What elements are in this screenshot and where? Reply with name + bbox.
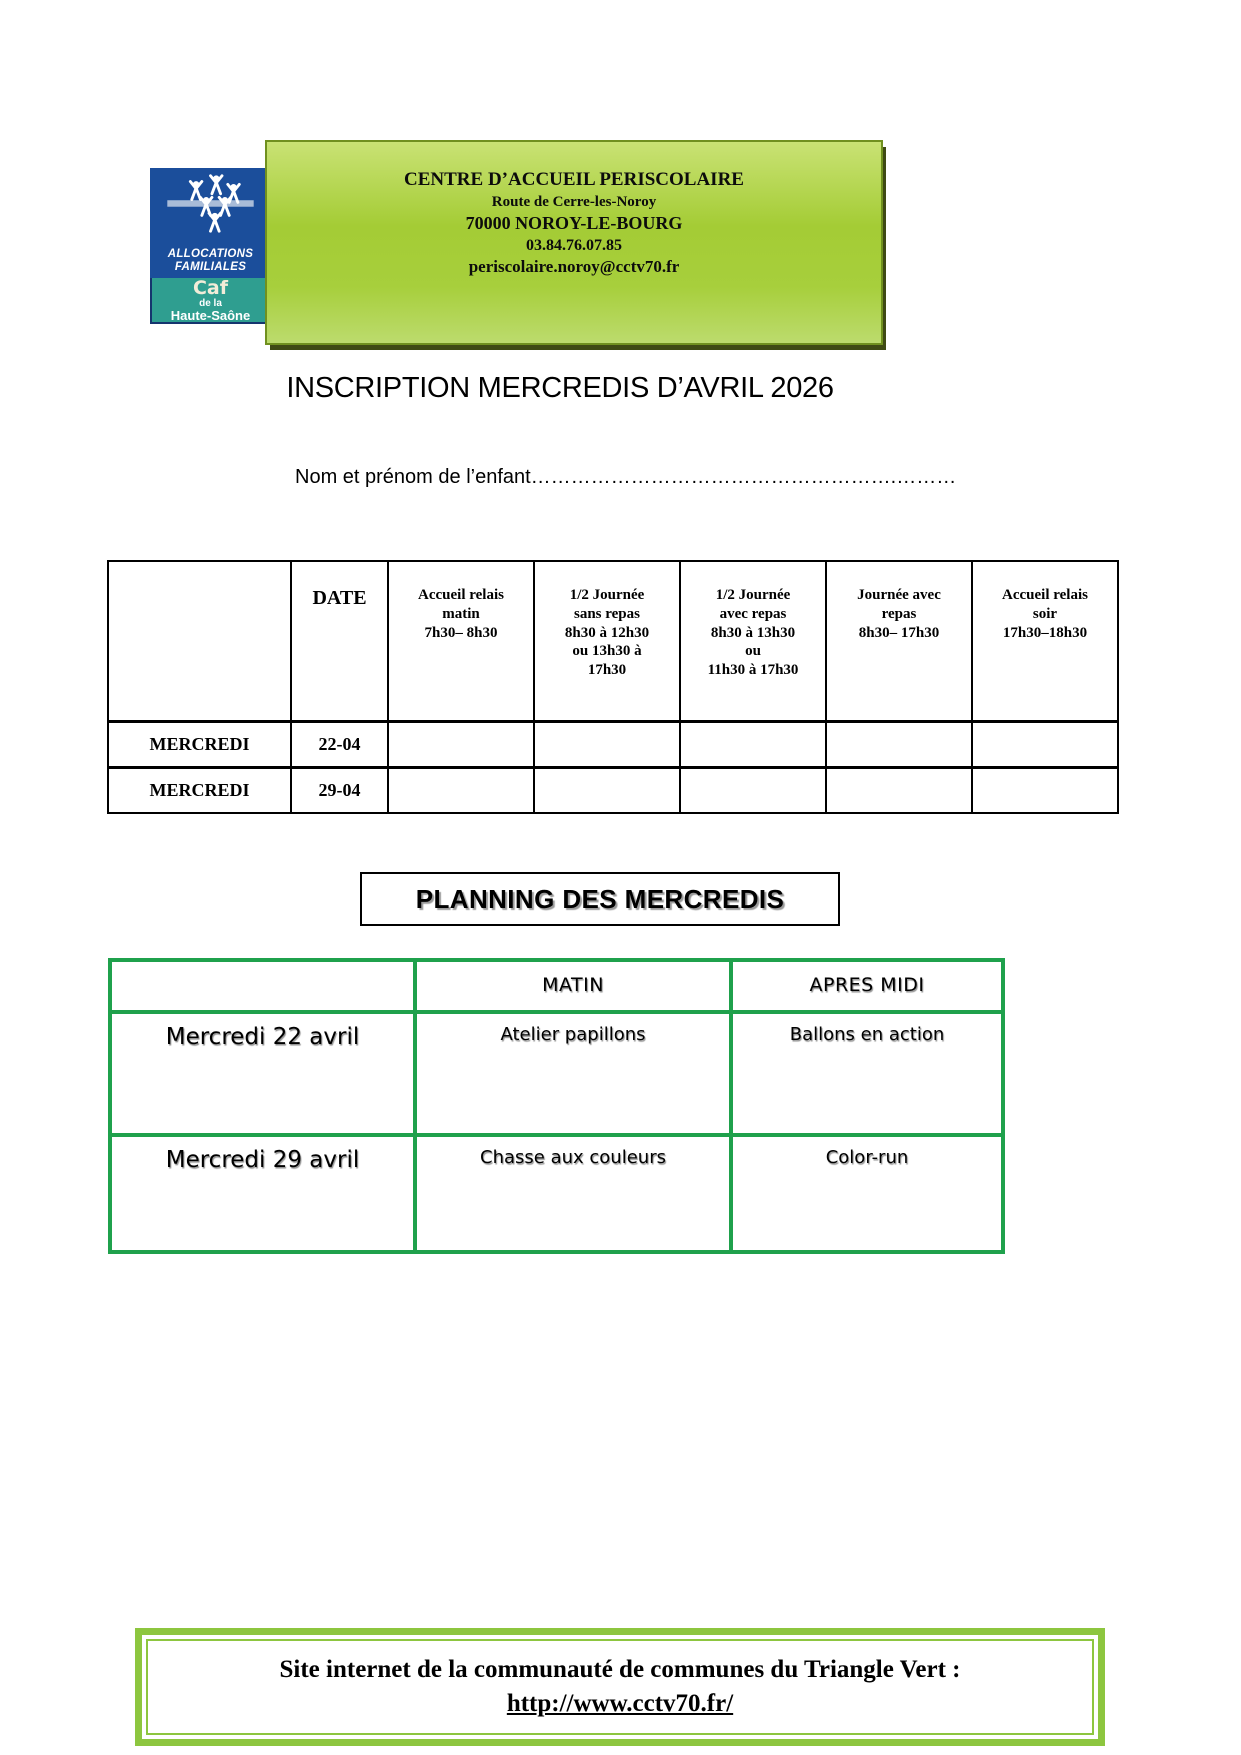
caf-logo-blue-panel: ALLOCATIONS FAMILIALES bbox=[150, 168, 271, 278]
center-street: Route de Cerre-les-Noroy bbox=[491, 193, 657, 210]
caf-name-label: Caf bbox=[192, 277, 229, 299]
child-name-field-label: Nom et prénom de l’enfant………………………………………… bbox=[295, 466, 957, 488]
caf-family-figures-icon bbox=[167, 174, 254, 233]
planning-day-label: Mercredi 22 avril bbox=[108, 1010, 417, 1137]
inscription-cell-empty bbox=[971, 765, 1119, 814]
center-info-box: CENTRE D’ACCUEIL PERISCOLAIRE Route de C… bbox=[265, 140, 883, 345]
caf-region-label: Haute-Saône bbox=[170, 308, 251, 323]
inscription-cell-empty bbox=[387, 719, 535, 768]
planning-title: PLANNING DES MERCREDIS bbox=[360, 872, 840, 926]
inscription-cell-empty bbox=[679, 765, 827, 814]
planning-header-empty bbox=[108, 958, 417, 1014]
page-title: INSCRIPTION MERCREDIS D’AVRIL 2026 bbox=[286, 372, 834, 404]
planning-table: MATIN APRES MIDI Mercredi 22 avril Ateli… bbox=[108, 958, 1005, 1254]
caf-allocations-label: ALLOCATIONS FAMILIALES bbox=[167, 247, 254, 273]
planning-header-row: MATIN APRES MIDI bbox=[108, 958, 1005, 1014]
planning-day-label: Mercredi 29 avril bbox=[108, 1133, 417, 1254]
planning-afternoon-activity: Ballons en action bbox=[729, 1010, 1005, 1137]
row-day-label: MERCREDI bbox=[107, 719, 292, 768]
header-accueil-matin: Accueil relais matin 7h30– 8h30 bbox=[387, 560, 535, 722]
caf-dela-label: de la bbox=[199, 298, 222, 309]
planning-row-29-avril: Mercredi 29 avril Chasse aux couleurs Co… bbox=[108, 1133, 1005, 1254]
inscription-cell-empty bbox=[971, 719, 1119, 768]
planning-morning-activity: Chasse aux couleurs bbox=[413, 1133, 733, 1254]
website-box-inner: Site internet de la communauté de commun… bbox=[146, 1639, 1094, 1735]
center-city: 70000 NOROY-LE-BOURG bbox=[465, 213, 683, 233]
header-demi-journee-avec-repas: 1/2 Journée avec repas 8h30 à 13h30 ou 1… bbox=[679, 560, 827, 722]
inscription-row-29-04: MERCREDI 29-04 bbox=[107, 765, 1119, 814]
center-email: periscolaire.noroy@cctv70.fr bbox=[468, 257, 680, 277]
caf-logo: ALLOCATIONS FAMILIALES Caf de la Haute-S… bbox=[150, 168, 271, 324]
planning-header-apres-midi: APRES MIDI bbox=[729, 958, 1005, 1014]
inscription-cell-empty bbox=[533, 719, 681, 768]
website-link[interactable]: http://www.cctv70.fr/ bbox=[506, 1690, 734, 1717]
inscription-cell-empty bbox=[679, 719, 827, 768]
inscription-header-row: DATE Accueil relais matin 7h30– 8h30 1/2… bbox=[107, 560, 1119, 722]
inscription-cell-empty bbox=[533, 765, 681, 814]
planning-morning-activity: Atelier papillons bbox=[413, 1010, 733, 1137]
center-phone: 03.84.76.07.85 bbox=[526, 236, 622, 254]
planning-header-matin: MATIN bbox=[413, 958, 733, 1014]
header-accueil-soir: Accueil relais soir 17h30–18h30 bbox=[971, 560, 1119, 722]
inscription-cell-empty bbox=[387, 765, 535, 814]
center-name: CENTRE D’ACCUEIL PERISCOLAIRE bbox=[404, 169, 744, 190]
inscription-row-22-04: MERCREDI 22-04 bbox=[107, 719, 1119, 768]
website-label: Site internet de la communauté de commun… bbox=[279, 1656, 961, 1683]
planning-afternoon-activity: Color-run bbox=[729, 1133, 1005, 1254]
website-box: Site internet de la communauté de commun… bbox=[135, 1628, 1105, 1746]
header-journee-avec-repas: Journée avec repas 8h30– 17h30 bbox=[825, 560, 973, 722]
row-date-label: 22-04 bbox=[290, 719, 389, 768]
planning-row-22-avril: Mercredi 22 avril Atelier papillons Ball… bbox=[108, 1010, 1005, 1137]
caf-logo-teal-panel: Caf de la Haute-Saône bbox=[150, 278, 271, 324]
header-empty-cell bbox=[107, 560, 292, 722]
row-day-label: MERCREDI bbox=[107, 765, 292, 814]
header-date: DATE bbox=[290, 560, 389, 722]
header-demi-journee-sans-repas: 1/2 Journée sans repas 8h30 à 12h30 ou 1… bbox=[533, 560, 681, 722]
row-date-label: 29-04 bbox=[290, 765, 389, 814]
inscription-cell-empty bbox=[825, 719, 973, 768]
inscription-cell-empty bbox=[825, 765, 973, 814]
inscription-table: DATE Accueil relais matin 7h30– 8h30 1/2… bbox=[107, 560, 1119, 814]
